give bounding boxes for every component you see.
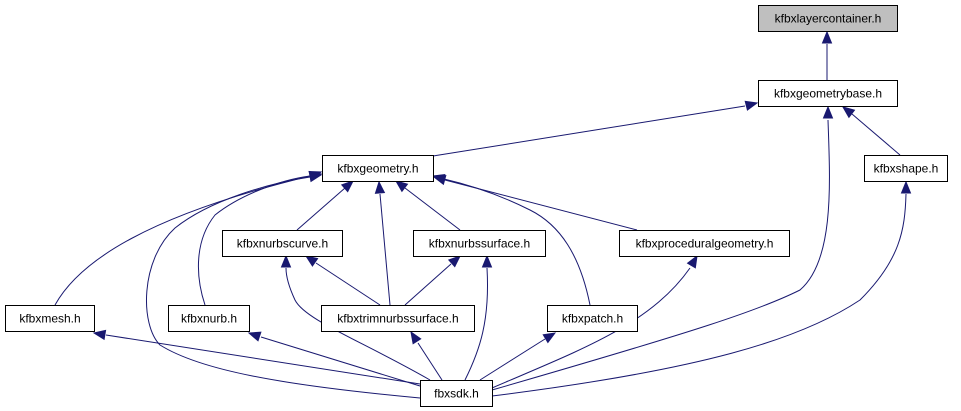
edge-fbxsdk-to-shape [491, 180, 912, 397]
edge-line [296, 187, 346, 231]
edge-line [404, 187, 461, 231]
node-proceduralgeometry[interactable]: kfbxproceduralgeometry.h [619, 230, 790, 257]
edge-line [379, 193, 391, 306]
edge-fbxsdk-to-geometry [146, 171, 421, 399]
edge-line [432, 105, 746, 157]
edge-line [146, 176, 421, 399]
edge-trimnurbssurface-to-nurbscurve [304, 255, 381, 306]
node-box [168, 305, 250, 332]
edge-proceduralgeometry-to-geometry [432, 174, 638, 231]
node-fbxsdk[interactable]: fbxsdk.h [420, 380, 493, 407]
edge-fbxsdk-to-nurbscurve [280, 254, 431, 381]
node-label: kfbxnurb.h [181, 312, 237, 326]
edge-geometrybase-to-layercontainer [821, 30, 833, 80]
arrowhead-icon [447, 255, 461, 268]
node-box [321, 305, 475, 332]
edge-fbxsdk-to-geometrybase [491, 105, 834, 391]
node-label: kfbxtrimnurbssurface.h [337, 312, 458, 326]
edge-line [491, 193, 907, 397]
node-label: kfbxnurbscurve.h [237, 237, 328, 251]
node-label: kfbxnurbssurface.h [429, 237, 530, 251]
node-label: kfbxgeometrybase.h [774, 87, 882, 101]
edge-line [491, 119, 830, 391]
edge-line [285, 267, 431, 381]
node-box [758, 80, 898, 107]
node-patch[interactable]: kfbxpatch.h [547, 305, 638, 332]
node-geometrybase[interactable]: kfbxgeometrybase.h [758, 80, 898, 107]
arrowhead-icon [686, 254, 698, 269]
node-label: kfbxproceduralgeometry.h [636, 237, 774, 251]
node-shape[interactable]: kfbxshape.h [864, 155, 948, 182]
arrowhead-icon [821, 30, 833, 44]
node-box [758, 5, 898, 32]
edge-line [260, 336, 421, 387]
edge-fbxsdk-to-patch [479, 332, 557, 381]
arrowhead-icon [542, 332, 557, 344]
node-box [420, 380, 493, 407]
node-nurb[interactable]: kfbxnurb.h [168, 305, 250, 332]
node-box [619, 230, 790, 257]
node-box [5, 305, 95, 332]
node-geometry[interactable]: kfbxgeometry.h [322, 155, 434, 182]
node-label: kfbxmesh.h [19, 312, 80, 326]
node-label: kfbxgeometry.h [337, 162, 418, 176]
arrowhead-icon [481, 254, 493, 268]
edge-fbxsdk-to-nurb [247, 331, 421, 387]
edge-nurbssurface-to-geometry [394, 180, 461, 231]
arrowhead-icon [92, 329, 107, 341]
arrowhead-icon [394, 180, 409, 193]
edge-line [464, 267, 489, 381]
edge-fbxsdk-to-trimnurbssurface [410, 330, 443, 381]
arrowhead-icon [280, 254, 292, 268]
edge-line [851, 113, 901, 156]
node-box [222, 230, 343, 257]
edge-fbxsdk-to-proceduralgeometry [491, 254, 698, 389]
node-box [864, 155, 948, 182]
edge-nurbscurve-to-geometry [296, 180, 354, 231]
arrowhead-icon [308, 171, 323, 183]
arrowhead-icon [304, 255, 319, 267]
node-nurbscurve[interactable]: kfbxnurbscurve.h [222, 230, 343, 257]
edge-trimnurbssurface-to-nurbssurface [404, 255, 461, 306]
node-box [413, 230, 546, 257]
edge-line [404, 263, 452, 306]
edge-line [479, 338, 546, 381]
edge-geometry-to-geometrybase [432, 100, 759, 157]
edge-line [491, 267, 691, 389]
arrowhead-icon [744, 100, 759, 111]
node-box [547, 305, 638, 332]
edge-line [105, 334, 421, 385]
arrowhead-icon [900, 180, 912, 194]
arrowhead-icon [841, 106, 856, 119]
node-mesh[interactable]: kfbxmesh.h [5, 305, 95, 332]
arrowhead-icon [822, 105, 834, 119]
node-label: kfbxlayercontainer.h [775, 12, 882, 26]
edge-trimnurbssurface-to-geometry [374, 180, 391, 306]
edge-fbxsdk-to-nurbssurface [464, 254, 493, 381]
edge-line [444, 179, 638, 231]
edge-shape-to-geometrybase [841, 106, 901, 156]
edge-line [315, 262, 381, 306]
arrowhead-icon [340, 180, 354, 193]
node-label: kfbxshape.h [874, 162, 939, 176]
node-nurbssurface[interactable]: kfbxnurbssurface.h [413, 230, 546, 257]
node-box [322, 155, 434, 182]
node-layercontainer: kfbxlayercontainer.h [758, 5, 898, 32]
arrowhead-icon [432, 174, 447, 186]
arrowhead-icon [374, 180, 386, 194]
node-trimnurbssurface[interactable]: kfbxtrimnurbssurface.h [321, 305, 475, 332]
arrowhead-icon [247, 331, 262, 342]
node-label: fbxsdk.h [434, 387, 479, 401]
node-label: kfbxpatch.h [562, 312, 623, 326]
arrowhead-icon [410, 330, 422, 345]
edge-line [417, 342, 443, 381]
edge-fbxsdk-to-mesh [92, 329, 421, 385]
edge-line [54, 175, 311, 306]
